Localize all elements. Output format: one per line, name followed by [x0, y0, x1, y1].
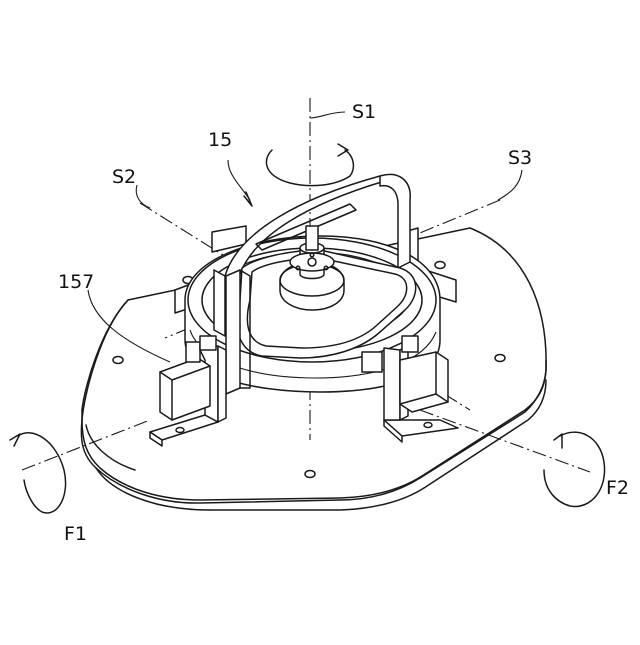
label-s3: S3 [508, 147, 532, 169]
label-part-15: 15 [208, 129, 232, 151]
label-s1: S1 [352, 101, 376, 123]
rotation-arrow-f1 [10, 433, 66, 513]
rotation-arrow-f2 [544, 432, 605, 506]
label-part-157: 157 [58, 271, 94, 293]
label-f2: F2 [606, 477, 629, 499]
label-s2: S2 [112, 166, 136, 188]
label-f1: F1 [64, 523, 87, 545]
